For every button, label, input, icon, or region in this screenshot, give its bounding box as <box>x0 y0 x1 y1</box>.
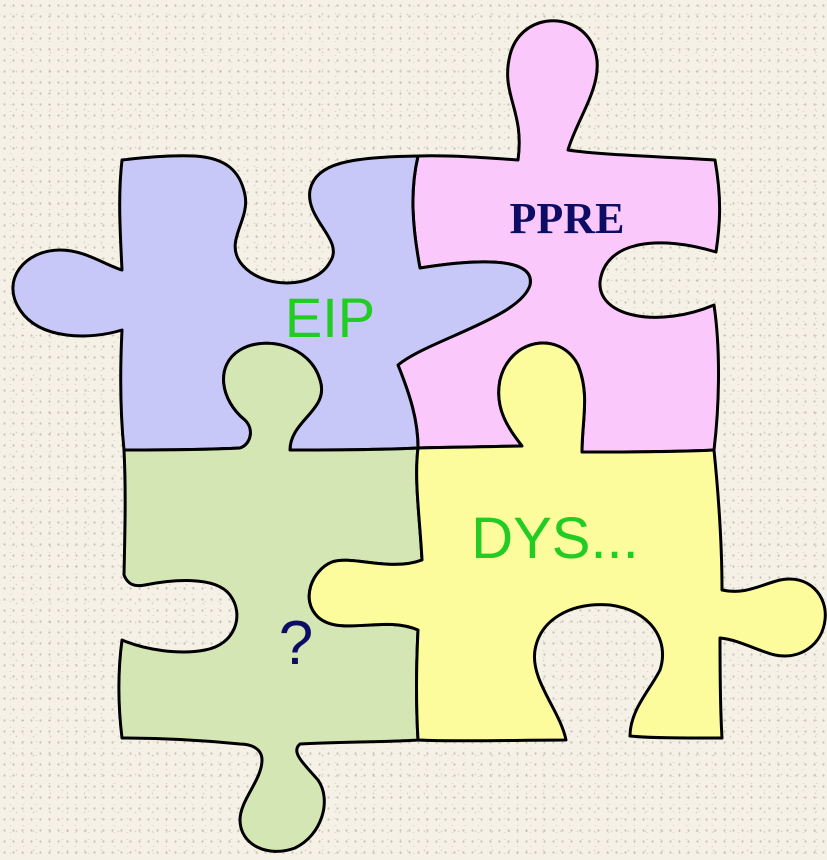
puzzle-piece-bottom-left <box>117 341 424 853</box>
puzzle-piece-bottom-right <box>307 341 827 743</box>
piece-label-dys: DYS... <box>471 506 639 571</box>
piece-label-eip: EIP <box>285 286 375 349</box>
piece-label-ppre: PPRE <box>510 194 625 243</box>
piece-label-question: ? <box>279 609 313 678</box>
